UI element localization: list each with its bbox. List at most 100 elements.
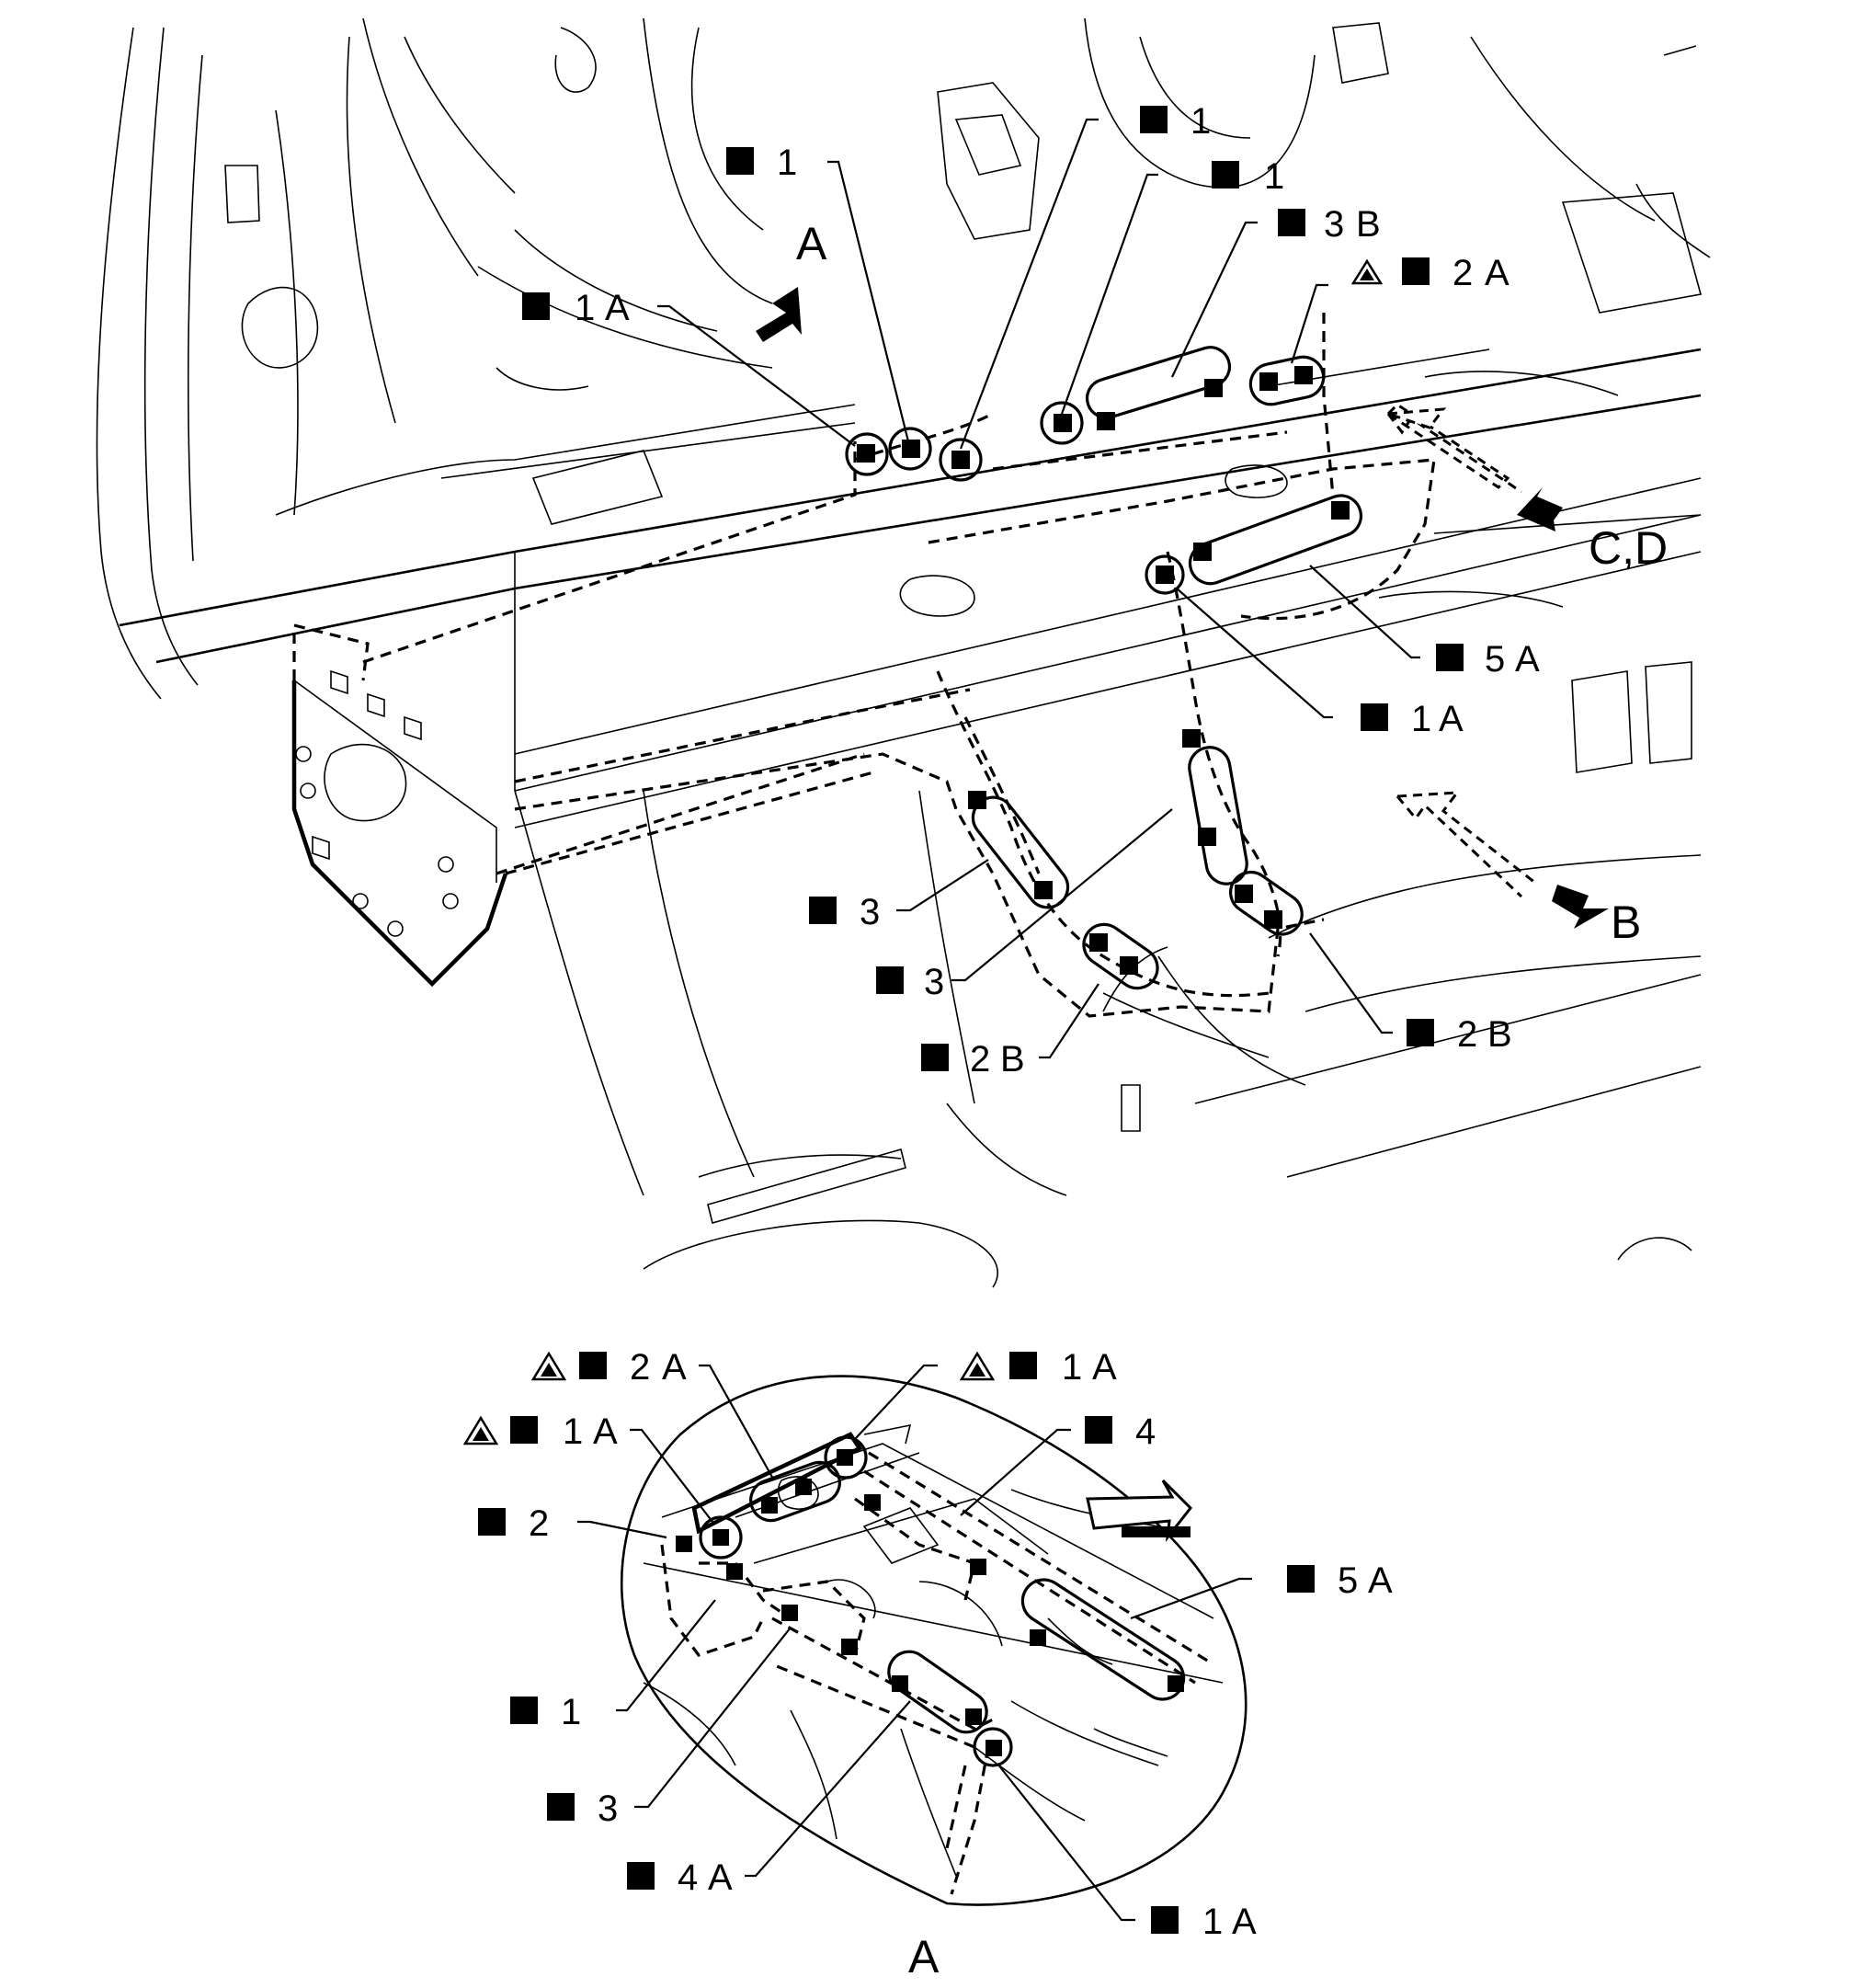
callout-d5: 2 (478, 1503, 549, 1544)
callout-suffix: B (1356, 204, 1381, 245)
square-icon (1278, 209, 1305, 236)
callout-suffix: A (1092, 1347, 1117, 1388)
callout-suffix: A (1439, 699, 1464, 739)
callout-c8: 1 A (1361, 699, 1464, 739)
callout-suffix: A (662, 1347, 687, 1388)
detail-view-boundary (620, 1375, 1247, 1906)
weld-group-outline (1188, 494, 1363, 586)
callout-number: 4 (678, 1857, 698, 1898)
square-icon (1151, 1906, 1179, 1934)
callout-c5: 2 A (1350, 253, 1510, 293)
callout-number: 1 (1191, 101, 1211, 142)
callout-suffix: A (1515, 639, 1540, 680)
weld-ring (1040, 401, 1084, 445)
square-icon (510, 1697, 538, 1724)
callout-number: 2 (970, 1039, 990, 1080)
view-arrow-b (1396, 791, 1609, 929)
weld-ring (1145, 554, 1185, 595)
square-icon (1402, 257, 1430, 285)
callout-suffix: A (708, 1857, 733, 1898)
weld-ring (845, 432, 889, 476)
view-label-cd: C,D (1589, 522, 1668, 574)
callout-number: 4 (1135, 1411, 1156, 1452)
callout-d3: 1 A (462, 1411, 618, 1452)
callout-number: 1 (1062, 1347, 1082, 1388)
callout-d6: 5 A (1287, 1560, 1393, 1601)
callout-c1: 1 (726, 143, 797, 183)
square-icon (1287, 1565, 1315, 1593)
callout-number: 1 (777, 143, 797, 183)
square-icon (1361, 703, 1388, 731)
square-icon (1212, 161, 1239, 189)
callout-number: 5 (1338, 1560, 1358, 1601)
weld-group-outline (1082, 922, 1159, 990)
weld-spots-main (845, 346, 1363, 990)
weld-group-outline (1248, 355, 1326, 406)
callout-number: 5 (1485, 639, 1505, 680)
callout-number: 1 (563, 1411, 583, 1452)
callout-number: 3 (860, 892, 880, 932)
square-icon (726, 147, 754, 175)
callout-number: 3 (598, 1788, 618, 1829)
callout-number: 1 (1411, 699, 1431, 739)
weld-group-outline (1085, 346, 1232, 419)
callout-suffix: B (1000, 1039, 1025, 1080)
square-icon (921, 1044, 949, 1071)
leaders-main (657, 118, 1420, 1059)
callout-suffix: A (605, 288, 630, 328)
callout-c11: 2 B (921, 1039, 1025, 1080)
square-icon (1009, 1352, 1037, 1379)
callout-c6: 1 A (522, 288, 630, 328)
callout-number: 3 (1324, 204, 1344, 245)
callout-d2: 1 A (959, 1347, 1117, 1388)
view-label-b: B (1611, 897, 1641, 948)
callout-number: 1 (561, 1692, 581, 1732)
callout-number: 2 (630, 1347, 650, 1388)
callout-d1: 2 A (530, 1347, 687, 1388)
callout-d10: 1 A (1151, 1902, 1257, 1942)
callout-d7: 1 (510, 1692, 581, 1732)
detail-arrow-icon (1086, 1479, 1192, 1543)
callout-number: 2 (1457, 1014, 1477, 1055)
callout-suffix: B (1487, 1014, 1512, 1055)
callout-number: 2 (529, 1503, 549, 1544)
callout-c12: 2 B (1407, 1014, 1512, 1055)
weld-group-outline (1229, 870, 1304, 936)
callout-c10: 3 (876, 962, 944, 1002)
square-icon (478, 1508, 506, 1536)
vehicle-body-line-art (96, 17, 1711, 1288)
view-arrow-cd (1385, 403, 1563, 531)
callout-c3: 1 (1212, 156, 1284, 197)
callout-c2: 1 (1140, 101, 1211, 142)
callout-d8: 3 (547, 1788, 618, 1829)
callout-c4: 3 B (1278, 204, 1381, 245)
square-icon (1407, 1019, 1434, 1046)
square-icon (627, 1862, 655, 1890)
callout-c7: 5 A (1436, 639, 1540, 680)
weld-ring (888, 427, 932, 471)
weld-group-outline (1188, 746, 1248, 885)
view-label-a: A (796, 218, 827, 269)
callout-number: 1 (1264, 156, 1284, 197)
view-arrow-a (756, 287, 802, 342)
square-icon (522, 292, 550, 320)
square-icon (510, 1416, 538, 1444)
square-icon (547, 1793, 575, 1821)
detail-view-label-a: A (908, 1931, 940, 1982)
callout-suffix: A (1368, 1560, 1393, 1601)
square-icon (1140, 106, 1168, 133)
callout-d9: 4 A (627, 1857, 733, 1898)
square-icon (1436, 644, 1464, 671)
callout-c9: 3 (809, 892, 880, 932)
weld-ring (939, 438, 983, 482)
cut-lines (292, 313, 1436, 1018)
square-icon (876, 966, 904, 994)
callout-number: 1 (1202, 1902, 1223, 1942)
square-icon (809, 897, 837, 924)
callout-d4: 4 (1085, 1411, 1156, 1452)
callout-suffix: A (1485, 253, 1510, 293)
square-icon (579, 1352, 607, 1379)
callout-number: 2 (1453, 253, 1473, 293)
callout-suffix: A (593, 1411, 618, 1452)
callout-number: 1 (575, 288, 595, 328)
